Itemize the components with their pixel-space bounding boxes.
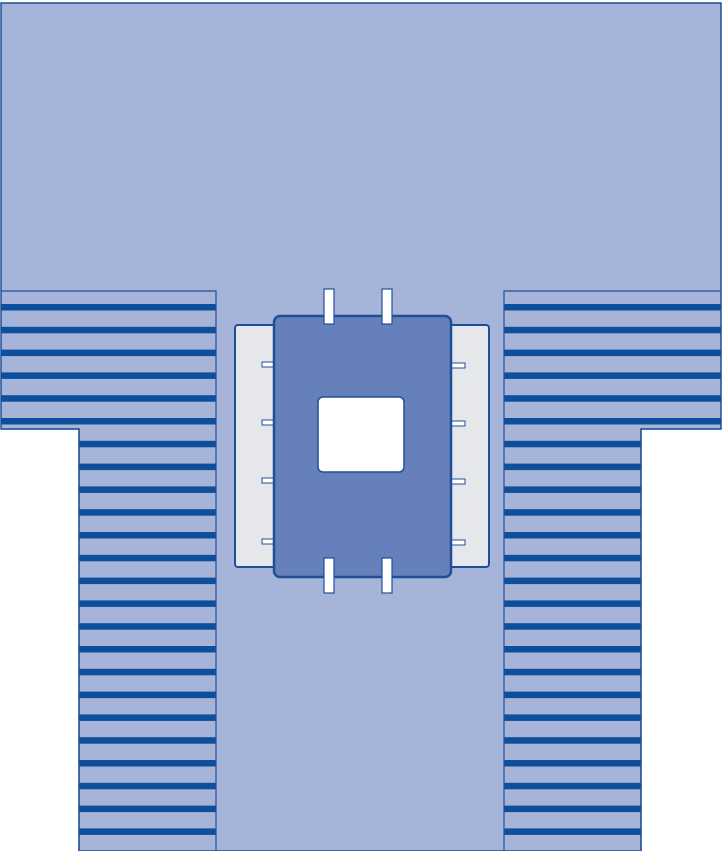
right-stripe (504, 577, 641, 585)
top-end-tab (381, 288, 393, 325)
left-stripe (79, 554, 216, 562)
fenestration-opening (317, 396, 405, 473)
right-reinforcement-outline (503, 290, 721, 851)
left-stripe (79, 805, 216, 813)
left-stripe (79, 691, 216, 699)
right-stripe (504, 463, 641, 471)
right-side-tab (450, 362, 466, 369)
right-stripe (504, 372, 721, 379)
left-stripe (79, 463, 216, 471)
right-stripe (504, 554, 641, 562)
left-stripe (1, 326, 216, 334)
left-stripe (79, 532, 216, 539)
left-stripe (79, 577, 216, 585)
right-stripe (504, 440, 641, 448)
right-stripe (504, 304, 721, 311)
right-stripe (504, 782, 641, 790)
left-stripe (79, 440, 216, 448)
left-stripe (79, 623, 216, 630)
right-stripe (504, 418, 721, 425)
left-stripe (79, 646, 216, 653)
end-tabs (323, 288, 393, 594)
left-reinforcement-stripes (1, 304, 216, 835)
right-stripe (504, 668, 641, 676)
side-tabs (261, 361, 466, 546)
left-stripe (79, 668, 216, 676)
top-end-tab (323, 288, 335, 325)
left-stripe (79, 737, 216, 744)
left-stripe (79, 486, 216, 493)
right-stripe (504, 486, 641, 493)
bottom-end-tab (381, 557, 393, 594)
left-stripe (1, 349, 216, 357)
right-stripe (504, 600, 641, 607)
right-stripe (504, 828, 641, 835)
right-stripe (504, 760, 641, 767)
right-stripe (504, 691, 641, 699)
left-stripe (79, 714, 216, 721)
right-stripe (504, 623, 641, 630)
left-stripe (79, 828, 216, 835)
right-stripe (504, 509, 641, 516)
right-stripe (504, 805, 641, 813)
right-stripe (504, 326, 721, 334)
left-stripe (79, 509, 216, 516)
right-reinforcement-stripes (504, 304, 721, 835)
left-reinforcement-outline (1, 290, 217, 851)
right-side-tab (450, 539, 466, 546)
left-stripe (1, 418, 216, 425)
right-stripe (504, 349, 721, 357)
left-stripe (1, 395, 216, 402)
left-stripe (79, 782, 216, 790)
left-stripe (1, 304, 216, 311)
left-stripe (79, 600, 216, 607)
right-side-tab (450, 478, 466, 485)
right-stripe (504, 714, 641, 721)
left-stripe (79, 760, 216, 767)
right-stripe (504, 395, 721, 402)
right-side-tab (450, 420, 466, 427)
bottom-end-tab (323, 557, 335, 594)
right-stripe (504, 646, 641, 653)
left-stripe (1, 372, 216, 379)
right-stripe (504, 532, 641, 539)
right-stripe (504, 737, 641, 744)
